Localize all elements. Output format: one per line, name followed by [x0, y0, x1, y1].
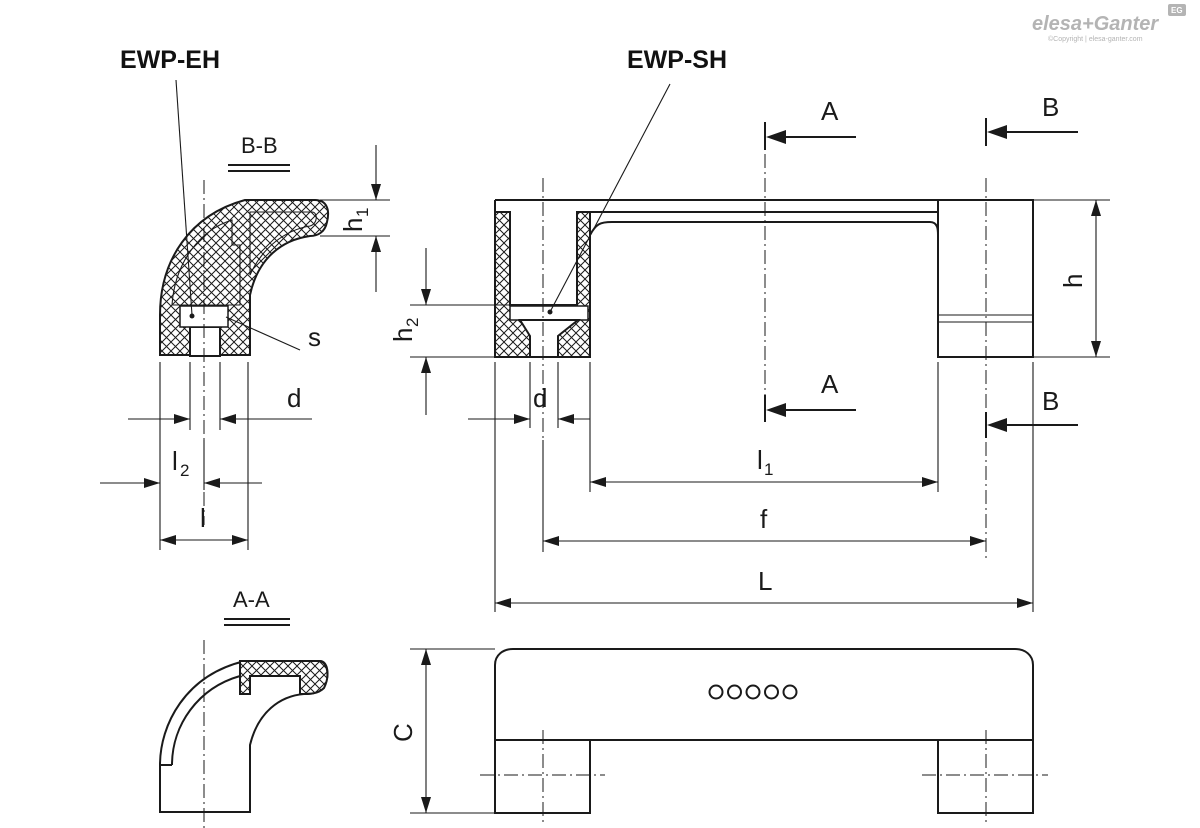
d-arrow-left [174, 414, 190, 424]
front-d-arrow-right [558, 414, 574, 424]
cut-b-bottom-arrow-head [987, 418, 1007, 432]
top-view-right-foot [937, 739, 1034, 814]
d-arrow-right [220, 414, 236, 424]
L-label: L [758, 566, 772, 596]
ewp-eh-leader-dot [189, 313, 195, 319]
d-label-front: d [533, 383, 547, 413]
C-arrow-top [421, 649, 431, 665]
ewp-sh-leader-dot [547, 309, 553, 315]
front-view: A A B B h 2 h [388, 83, 1110, 612]
h-label: h [1058, 274, 1088, 288]
cut-a-top-label: A [821, 96, 839, 126]
l2-label-sub: 2 [180, 461, 189, 480]
ewp-sh-leader [549, 83, 671, 313]
cut-a-bottom-arrow-head [766, 403, 786, 417]
d-label-left: d [287, 383, 301, 413]
l-arrow-right [232, 535, 248, 545]
s-leader [225, 316, 301, 351]
cut-a-top-arrow-head [766, 130, 786, 144]
h2-label: h [388, 328, 418, 342]
section-b-b-hollow-top [249, 211, 317, 276]
logo-badge [1168, 4, 1186, 16]
section-b-b-bore [189, 326, 221, 357]
top-view-left-foot [494, 739, 591, 814]
top-view-hole [727, 684, 742, 700]
f-arrow-right [970, 536, 986, 546]
top-view-hole [708, 684, 724, 700]
l1-label: l [757, 445, 763, 475]
l-arrow-left [160, 535, 176, 545]
l-label: l [200, 503, 206, 533]
logo-copyright-text: ©Copyright | elesa-ganter.com [1048, 35, 1143, 43]
top-view-hole [745, 684, 761, 700]
h2-arrow-top [421, 289, 431, 305]
top-view-holes [708, 684, 798, 700]
top-view: C [388, 648, 1048, 825]
section-a-a-title: A-A [233, 587, 270, 612]
C-label: C [388, 723, 418, 742]
h1-label: h [338, 218, 368, 232]
L-arrow-left [495, 598, 511, 608]
l1-arrow-right [922, 477, 938, 487]
f-arrow-left [543, 536, 559, 546]
h-arrow-top [1091, 200, 1101, 216]
front-d-arrow-left [514, 414, 530, 424]
logo-brand-text: elesa+Ganter [1032, 13, 1159, 35]
ewp-sh-label: EWP-SH [627, 46, 727, 74]
front-grip-line-2 [589, 221, 939, 236]
l2-arrow-right [204, 478, 220, 488]
section-a-a-view: A-A [159, 587, 329, 828]
l2-label: l [172, 446, 178, 476]
section-a-a-inner-curve [171, 675, 241, 766]
cut-b-bottom-label: B [1042, 386, 1059, 416]
top-view-hole [782, 684, 798, 700]
cut-a-bottom-label: A [821, 369, 839, 399]
f-label: f [760, 504, 768, 534]
section-a-a-hatch [239, 660, 329, 696]
l2-arrow-left [144, 478, 160, 488]
h2-arrow-bottom [421, 357, 431, 373]
h1-label-sub: 1 [353, 208, 372, 217]
logo-badge-text: EG [1171, 6, 1183, 15]
h2-label-sub: 2 [403, 318, 422, 327]
front-bore [518, 319, 581, 358]
section-b-b-view: B-B h 1 s d [100, 79, 390, 550]
s-label: s [308, 322, 321, 352]
ewp-eh-label: EWP-EH [120, 46, 220, 74]
top-view-hole [764, 684, 779, 700]
h-arrow-bottom [1091, 341, 1101, 357]
C-arrow-bottom [421, 797, 431, 813]
cut-b-top-arrow-head [987, 125, 1007, 139]
cut-b-top-label: B [1042, 92, 1059, 122]
h1-arrow-top [371, 184, 381, 200]
l1-label-sub: 1 [764, 460, 773, 479]
h1-arrow-bottom [371, 236, 381, 252]
section-b-b-title: B-B [241, 133, 278, 158]
ewp-eh-leader [175, 79, 193, 316]
elesa-ganter-logo: elesa+Ganter ©Copyright | elesa-ganter.c… [1032, 4, 1186, 43]
top-view-body [494, 648, 1034, 741]
L-arrow-right [1017, 598, 1033, 608]
l1-arrow-left [590, 477, 606, 487]
